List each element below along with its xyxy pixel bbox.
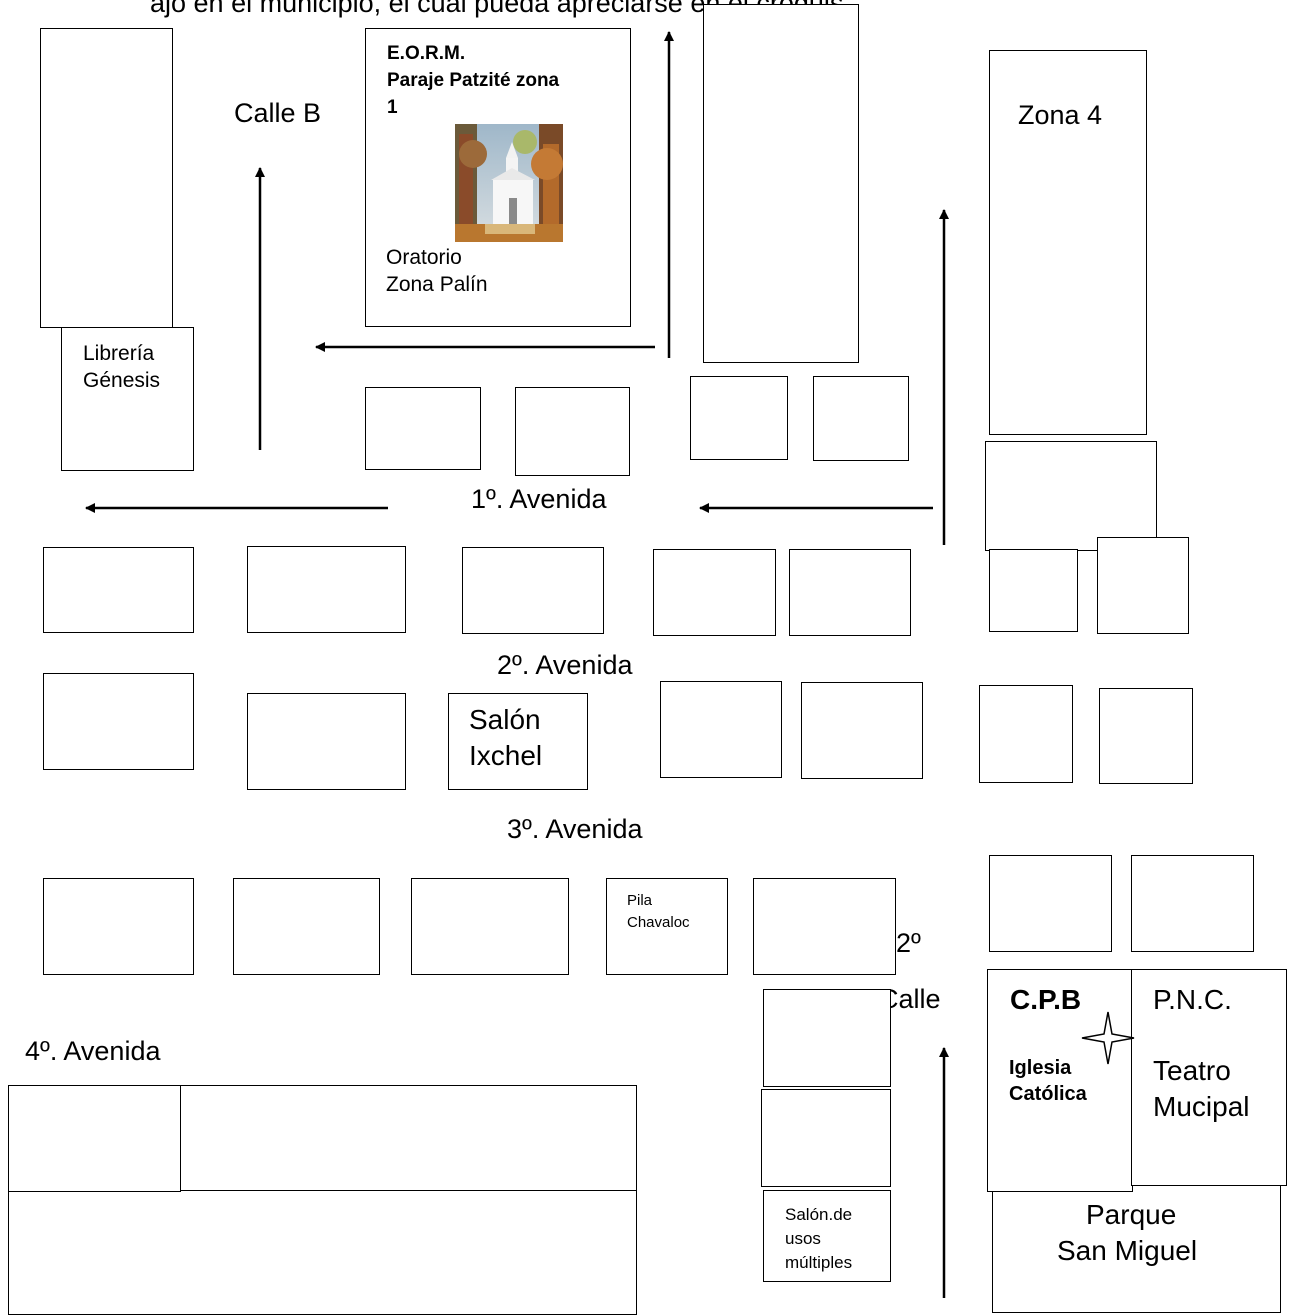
pila-label-2: Chavaloc [627, 914, 690, 931]
salon-ixchel-label-1: Salón [469, 704, 541, 735]
school-name-3: 1 [387, 97, 398, 118]
church-illustration [455, 124, 563, 242]
salon-usos-label-2: usos [785, 1229, 821, 1248]
libreria-label-1: Librería [83, 342, 155, 365]
block-top-left [40, 28, 173, 328]
block-c5 [979, 685, 1073, 783]
block-d6 [1131, 855, 1254, 952]
block-a5 [985, 441, 1157, 551]
block-b6 [989, 549, 1078, 632]
parque-label-2: San Miguel [1057, 1235, 1198, 1266]
parque-label-1: Parque [1086, 1199, 1177, 1230]
four-point-star-icon [1081, 1011, 1135, 1065]
block-d2 [233, 878, 380, 975]
block-tall-center [703, 4, 859, 363]
pila-label-1: Pila [627, 892, 653, 909]
block-c2 [247, 693, 406, 790]
oratory-label-1: Oratorio [386, 246, 462, 269]
avenida-4-label: 4º. Avenida [25, 1036, 161, 1066]
block-b7 [1097, 537, 1189, 634]
block-c6 [1099, 688, 1193, 784]
zona4-block [989, 50, 1147, 435]
cpb-iglesia-block [987, 969, 1133, 1192]
salon-usos-multiples-block [763, 1190, 891, 1282]
block-a2 [515, 387, 630, 476]
avenida-1-label: 1º. Avenida [471, 484, 607, 514]
salon-ixchel-label-2: Ixchel [469, 740, 543, 771]
pnc-label: P.N.C. [1153, 984, 1232, 1015]
calle-b-label: Calle B [234, 98, 322, 128]
pnc-teatro-block [1131, 969, 1287, 1186]
block-a3 [690, 376, 788, 460]
block-b5 [789, 549, 911, 636]
salon-usos-label-1: Salón.de [785, 1205, 853, 1224]
block-b3 [462, 547, 604, 634]
cpb-label: C.P.B [1010, 984, 1082, 1015]
parque-san-miguel-block [992, 1178, 1281, 1313]
top-caption: ajo en el municipio, el cual pueda aprec… [150, 0, 844, 18]
calle-2-number: 2º [896, 928, 921, 958]
salon-usos-label-3: múltiples [785, 1253, 853, 1272]
block-b4 [653, 549, 776, 636]
avenida-3-label: 3º. Avenida [507, 814, 643, 844]
block-e2 [761, 1089, 891, 1187]
block-d5 [989, 855, 1112, 952]
block-b2 [247, 546, 406, 633]
block-c1 [43, 673, 194, 770]
block-a4 [813, 376, 909, 461]
block-d3 [411, 878, 569, 975]
libreria-label-2: Génesis [83, 369, 161, 392]
teatro-label-2: Mucipal [1153, 1091, 1250, 1122]
divider-line [181, 1190, 637, 1191]
school-name-2: Paraje Patzité zona [387, 70, 560, 91]
block-e1 [763, 989, 891, 1087]
zona4-label: Zona 4 [1018, 100, 1103, 130]
block-c3 [660, 681, 782, 778]
iglesia-label-2: Católica [1009, 1083, 1087, 1105]
block-c4 [801, 682, 923, 779]
salon-ixchel-block [448, 693, 588, 790]
iglesia-label-1: Iglesia [1009, 1057, 1072, 1079]
block-bottom-small [8, 1085, 181, 1192]
block-d1 [43, 878, 194, 975]
avenida-2-label: 2º. Avenida [497, 650, 633, 680]
block-d4 [753, 878, 896, 975]
block-b1 [43, 547, 194, 633]
pila-chavaloc-block [606, 878, 728, 975]
oratory-label-2: Zona Palín [386, 273, 488, 296]
block-a1 [365, 387, 481, 470]
school-name-1: E.O.R.M. [387, 43, 466, 64]
teatro-label-1: Teatro [1153, 1055, 1231, 1086]
libreria-genesis-block [61, 327, 194, 471]
